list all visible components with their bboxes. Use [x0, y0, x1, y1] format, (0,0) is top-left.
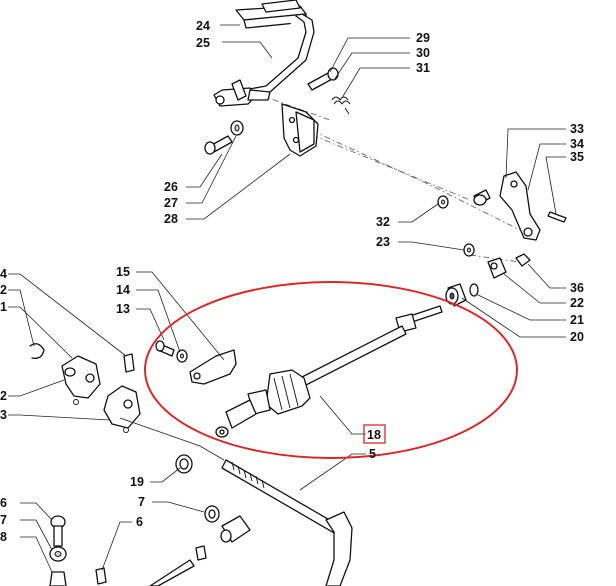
- bolt-29: [307, 67, 339, 91]
- center-lines: [259, 94, 521, 263]
- bolt-6a: [50, 515, 66, 547]
- label-21: 21: [570, 313, 584, 327]
- bolt-26: [204, 135, 233, 155]
- washer-32: [437, 195, 449, 209]
- pin-4: [123, 353, 135, 373]
- bushing-20: [445, 283, 467, 307]
- label-7b: 7: [138, 495, 145, 509]
- circlip-1: [29, 343, 45, 359]
- label-23: 23: [376, 235, 390, 249]
- nut-8: [49, 571, 67, 586]
- washer-7b: [204, 505, 220, 523]
- label-18: 18: [367, 428, 381, 442]
- label-25: 25: [196, 36, 210, 50]
- pedal-assembly: [213, 0, 315, 107]
- clevis-22: [487, 257, 507, 279]
- label-22: 22: [570, 296, 584, 310]
- bolt-13: [155, 340, 175, 357]
- label-6b: 6: [136, 515, 143, 529]
- highlight-box: [363, 424, 386, 444]
- label-30: 30: [416, 46, 430, 60]
- clevis-6b: [220, 515, 251, 543]
- label-2b: 2: [0, 389, 7, 403]
- spring-31: [331, 96, 351, 115]
- label-15: 15: [116, 265, 130, 279]
- bracket-15: [189, 349, 237, 385]
- washer-14: [176, 349, 188, 363]
- label-34: 34: [570, 137, 584, 151]
- label-3: 3: [0, 408, 7, 422]
- label-1: 1: [0, 300, 7, 314]
- label-5: 5: [369, 447, 376, 461]
- label-7a: 7: [0, 513, 7, 527]
- label-13: 13: [116, 302, 130, 316]
- label-6a: 6: [0, 496, 7, 510]
- label-4: 4: [0, 267, 7, 281]
- highlight-ellipse: [144, 281, 518, 459]
- washer-7a: [49, 546, 67, 562]
- label-33: 33: [570, 122, 584, 136]
- rod-5: [221, 459, 353, 586]
- label-20: 20: [570, 330, 584, 344]
- label-8: 8: [0, 530, 7, 544]
- label-2a: 2: [0, 283, 7, 297]
- label-26: 26: [164, 180, 178, 194]
- label-32: 32: [376, 215, 390, 229]
- washer-27: [230, 120, 244, 136]
- label-31: 31: [416, 61, 430, 75]
- label-24: 24: [196, 19, 210, 33]
- label-28: 28: [164, 212, 178, 226]
- leader-lines: [8, 24, 566, 573]
- bracket-28: [281, 103, 319, 157]
- lever-2: [61, 355, 101, 405]
- ring-21: [469, 283, 479, 297]
- label-19: 19: [130, 475, 144, 489]
- label-35: 35: [570, 150, 584, 164]
- lever-33: [473, 171, 567, 241]
- washer-23: [463, 243, 475, 257]
- callout-labels: 24 25 29 30 31 26 27 28 33 34 35 32 23 3…: [0, 19, 584, 544]
- highlight-overlay: [144, 281, 518, 459]
- washer-19: [175, 454, 193, 474]
- pin-bottom: [95, 545, 207, 586]
- label-29: 29: [416, 31, 430, 45]
- cable-18: [215, 305, 443, 438]
- label-27: 27: [164, 196, 178, 210]
- lever-3: [103, 385, 141, 433]
- label-14: 14: [116, 283, 130, 297]
- label-36: 36: [570, 281, 584, 295]
- nut-36: [515, 253, 531, 267]
